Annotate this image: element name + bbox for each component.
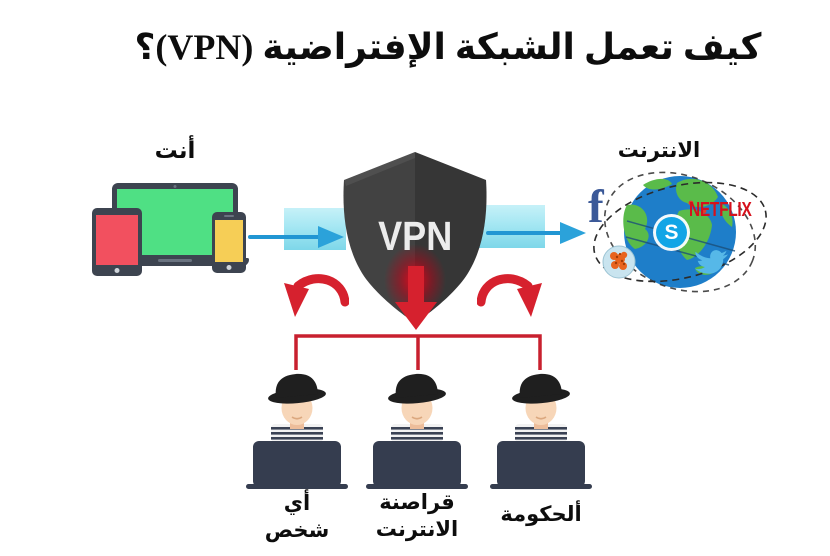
spy-icon	[490, 373, 592, 489]
phone-home-button	[226, 265, 232, 270]
tablet-screen	[96, 215, 138, 265]
vpn-shield-icon: VPN	[343, 152, 487, 323]
spy-bracket	[294, 334, 542, 370]
laptop-notch	[158, 259, 192, 262]
hacker-figure-hackers	[362, 372, 472, 490]
shield-body	[343, 152, 487, 323]
phone-icon	[212, 212, 246, 273]
hacker-figure-anyone	[242, 372, 352, 490]
orbit-dashed-rings	[593, 171, 767, 293]
hacker-label-government: ألحكومة	[500, 502, 582, 526]
vpn-shield-label: VPN	[378, 214, 452, 260]
you-label: أنت	[154, 138, 196, 164]
facebook-icon: f	[588, 181, 604, 233]
internet-label: الانترنت	[617, 138, 701, 162]
skype-icon: S	[656, 217, 687, 248]
spy-icon	[366, 373, 468, 489]
twitter-icon	[695, 250, 728, 274]
globe-pins	[688, 200, 707, 214]
leak-arrow-down-icon	[395, 266, 437, 330]
netflix-logo: NETFLIX	[689, 199, 752, 222]
curved-arrow-left-icon	[284, 274, 349, 317]
laptop-base	[101, 258, 249, 266]
tunnel-band-right	[479, 205, 545, 248]
hacker-label-anyone: أي شخص	[264, 491, 330, 542]
spy-icon	[246, 373, 348, 489]
page-title: كيف تعمل الشبكة الإفتراضية (VPN)؟	[134, 27, 762, 67]
phone-speaker	[224, 215, 234, 217]
laptop-camera-dot	[173, 185, 177, 188]
tablet-home-button	[114, 268, 120, 273]
arrow-vpn-to-internet-icon	[486, 222, 586, 244]
phone-screen	[215, 220, 243, 262]
hacker-figure-government	[486, 372, 596, 490]
virus-icon	[602, 245, 636, 279]
tunnel-band-left	[284, 208, 346, 250]
tablet-icon	[92, 208, 142, 276]
hacker-label-hackers: قراصنة الانترنت	[375, 490, 459, 541]
arrow-devices-to-vpn-icon	[248, 226, 344, 248]
curved-arrow-right-icon	[477, 274, 542, 317]
